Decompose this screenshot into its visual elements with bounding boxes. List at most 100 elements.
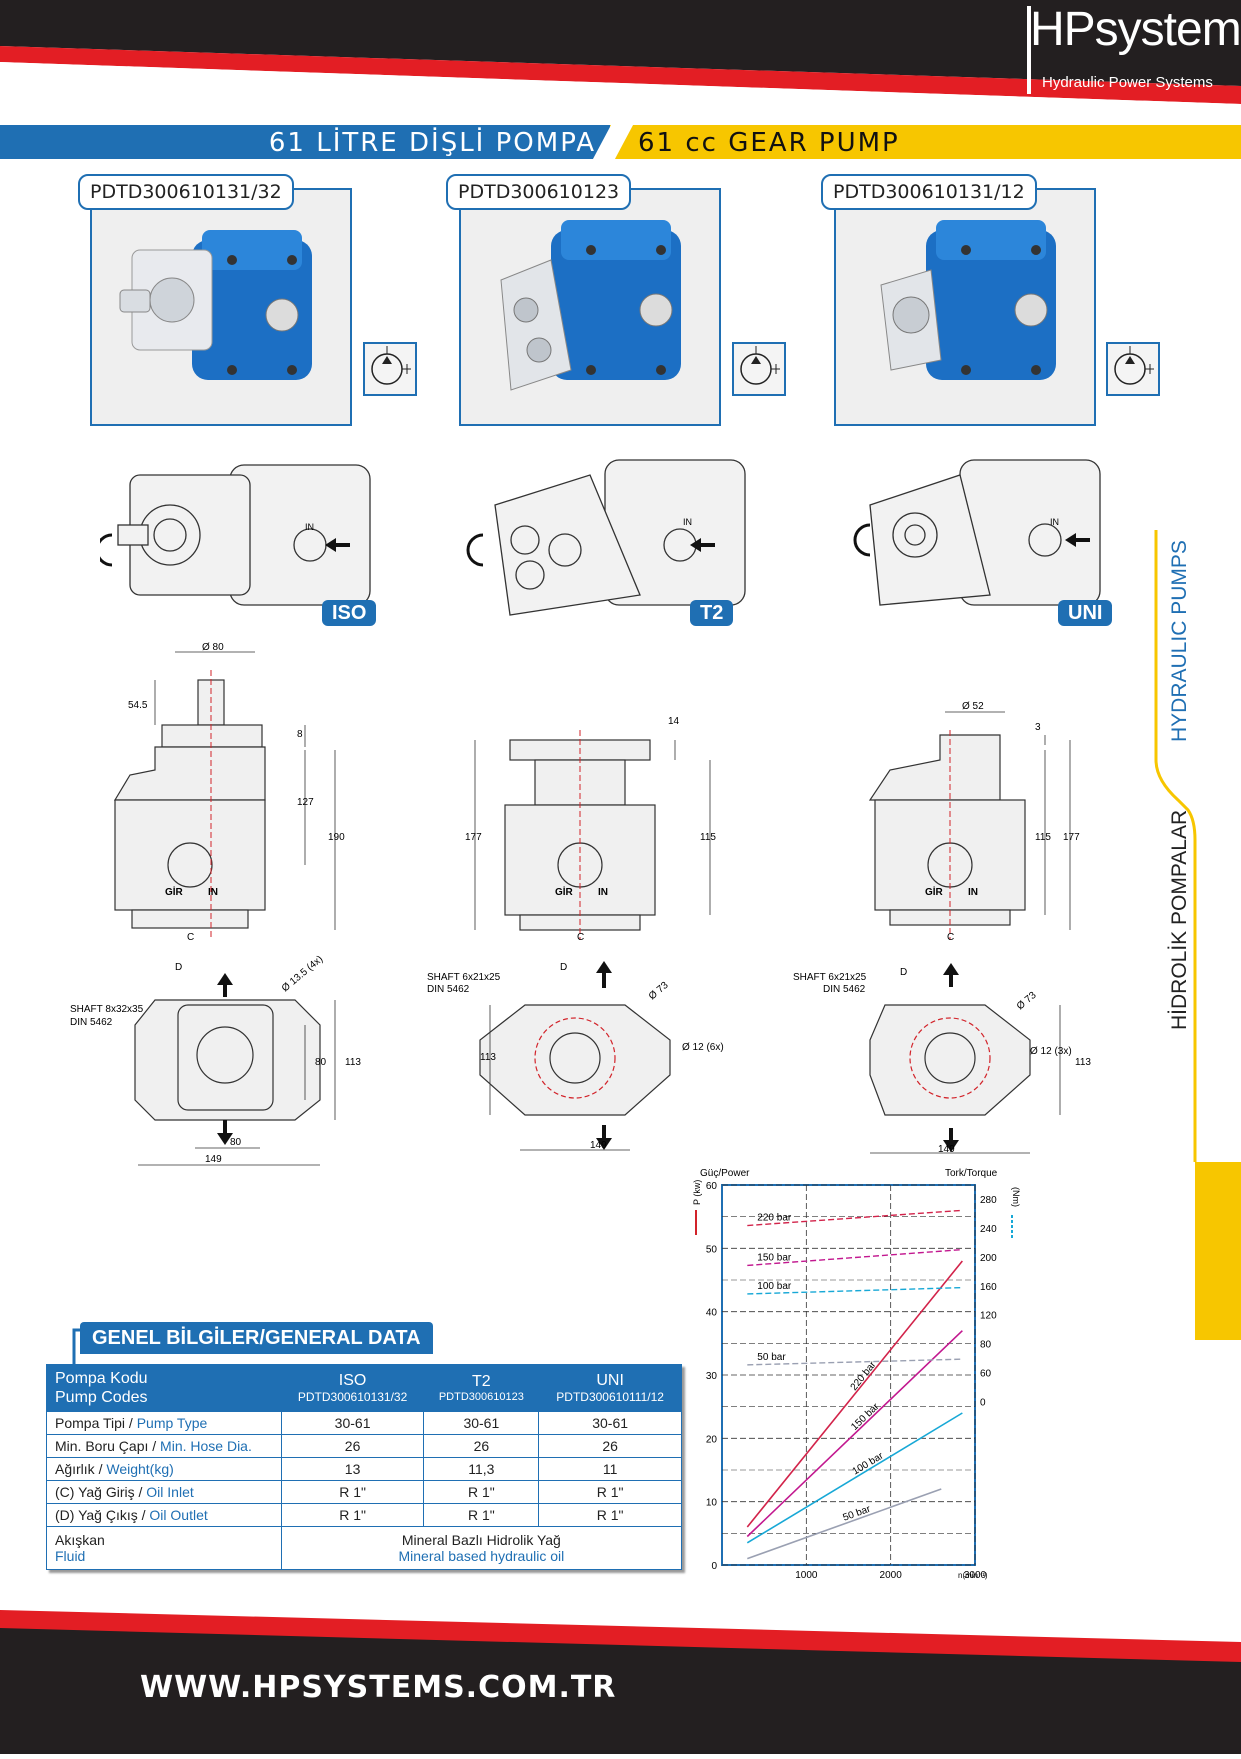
- col-code: PDTD300610131/32: [297, 1390, 408, 1404]
- badge-iso: ISO: [322, 600, 377, 626]
- title-bar: 61 LİTRE DİŞLİ POMPA 61 cc GEAR PUMP: [0, 125, 1241, 159]
- product-code-uni: PDTD300610131/12: [821, 174, 1037, 210]
- inlet-label: IN: [1050, 517, 1059, 527]
- dim-label: C: [187, 932, 194, 943]
- series-label: 100 bar: [851, 1450, 886, 1477]
- dim-label: Ø 52: [962, 701, 984, 712]
- dim-label: 113: [345, 1057, 361, 1068]
- dim-label: Ø 12 (6x): [682, 1042, 724, 1053]
- y-tick-label: 40: [706, 1308, 718, 1319]
- series-label: 100 bar: [757, 1281, 792, 1292]
- badge-uni: UNI: [1058, 600, 1113, 626]
- series-label: 220 bar: [757, 1213, 792, 1224]
- header-cell: ISO PDTD300610131/32: [280, 1364, 425, 1412]
- table-cell: 26: [423, 1434, 540, 1458]
- row-label: (D) Yağ Çıkış / Oil Outlet: [46, 1503, 282, 1527]
- y2-tick-label: 280: [980, 1195, 997, 1206]
- series-label: 150 bar: [757, 1252, 792, 1263]
- table-cell: R 1": [280, 1503, 425, 1527]
- x-tick-label: 2000: [880, 1570, 903, 1581]
- row-label: Min. Boru Çapı / Min. Hose Dia.: [46, 1434, 282, 1458]
- pump-symbol-icon: [363, 342, 417, 396]
- header-graphic: [0, 0, 1241, 108]
- dim-label: 177: [465, 832, 482, 843]
- col-code: PDTD300610123: [438, 1391, 524, 1403]
- dim-label: IN: [598, 887, 608, 898]
- side-tab-line: [1154, 530, 1197, 1162]
- table-cell: 26: [280, 1434, 425, 1458]
- table-cell: 13: [280, 1457, 425, 1481]
- y2-tick-label: 240: [980, 1224, 997, 1235]
- table-cell: R 1": [538, 1503, 682, 1527]
- product-photo-uni: [834, 188, 1096, 426]
- dim-label: GİR: [555, 885, 574, 898]
- dim-label: 115: [700, 832, 716, 843]
- product-photo-iso: [90, 188, 352, 426]
- table-cell: 30-61: [538, 1411, 682, 1435]
- dim-label: DIN 5462: [823, 984, 866, 995]
- y2-tick-label: 160: [980, 1282, 997, 1293]
- page-header: HPsystems Hydraulic Power Systems: [0, 0, 1241, 120]
- table-row: (D) Yağ Çıkış / Oil Outlet R 1" R 1" R 1…: [46, 1503, 682, 1527]
- series-label: 50 bar: [842, 1503, 873, 1523]
- dim-label: 115: [1035, 832, 1051, 843]
- dim-label: SHAFT 6x21x25: [793, 972, 867, 983]
- pump-symbol-icon: [732, 342, 786, 396]
- row-label: Pompa Tipi / Pump Type: [46, 1411, 282, 1435]
- col-name: T2: [472, 1373, 491, 1390]
- table-row: Min. Boru Çapı / Min. Hose Dia. 26 26 26: [46, 1434, 682, 1458]
- dim-label: 149: [205, 1154, 222, 1165]
- header-cell: T2 PDTD300610123: [423, 1364, 540, 1412]
- col-code: PDTD300610111/12: [556, 1390, 664, 1404]
- dim-label: DIN 5462: [70, 1017, 113, 1028]
- side-tab-block: [1195, 1162, 1241, 1340]
- table-cell: 30-61: [423, 1411, 540, 1435]
- dim-label: GİR: [165, 885, 184, 898]
- dim-label: C: [947, 932, 954, 943]
- y-axis-label: P (kw): [692, 1180, 702, 1205]
- dim-label: Ø 73: [647, 980, 671, 1003]
- pump-symbol-icon: [1106, 342, 1160, 396]
- technical-drawings: Ø 80 54.5 8 127 190 GİR IN C 14 177 115 …: [70, 642, 1091, 1166]
- dim-label: Ø 73: [1015, 990, 1039, 1013]
- website-link[interactable]: WWW.HPSYSTEMS.COM.TR: [140, 1670, 617, 1705]
- y-tick-label: 20: [706, 1434, 718, 1445]
- dim-label: 80: [230, 1137, 242, 1148]
- logo-text: HPsystems: [1030, 3, 1241, 56]
- table-cell: Mineral Bazlı Hidrolik Yağ Mineral based…: [280, 1526, 683, 1570]
- chart-title-right: Tork/Torque: [945, 1168, 998, 1179]
- x-axis-label: n(min⁻¹): [958, 1571, 988, 1580]
- page-footer: WWW.HPSYSTEMS.COM.TR: [0, 1590, 1241, 1754]
- dim-label: SHAFT 6x21x25: [427, 972, 501, 983]
- power-series-line: [747, 1488, 942, 1560]
- logo-tagline: Hydraulic Power Systems: [1042, 74, 1213, 91]
- x-tick-label: 1000: [795, 1570, 818, 1581]
- pump-photo-t2: [500, 220, 681, 391]
- power-series-line: [746, 1260, 963, 1528]
- col-name: UNI: [596, 1372, 624, 1389]
- y2-tick-label: 80: [980, 1340, 992, 1351]
- dim-label: Ø 80: [202, 642, 224, 653]
- y2-axis-label: (Nm): [1011, 1187, 1021, 1207]
- dim-label: SHAFT 8x32x35: [70, 1004, 144, 1015]
- chart-title-left: Güç/Power: [700, 1168, 750, 1179]
- y-tick-label: 0: [711, 1561, 717, 1572]
- y-tick-label: 50: [706, 1244, 718, 1255]
- brand-logo: HPsystems Hydraulic Power Systems: [1022, 2, 1241, 98]
- table-row: Pompa Tipi / Pump Type 30-61 30-61 30-61: [46, 1411, 682, 1435]
- header-label-en: Pump Codes: [55, 1389, 148, 1406]
- table-header-row: Pompa Kodu Pump Codes ISO PDTD300610131/…: [46, 1364, 682, 1412]
- dim-label: 113: [1075, 1057, 1091, 1068]
- table-cell: 30-61: [280, 1411, 425, 1435]
- dim-label: IN: [208, 887, 218, 898]
- performance-chart: Güç/Power Tork/Torque P (kw) (Nm) 220 ba…: [692, 1168, 1021, 1581]
- title-bracket: [72, 1328, 82, 1366]
- dim-label: D: [175, 962, 182, 973]
- dim-label: Ø 13.5 (4x): [280, 954, 325, 995]
- title-tr: 61 LİTRE DİŞLİ POMPA: [268, 128, 596, 158]
- header-cell: UNI PDTD300610111/12: [538, 1364, 682, 1412]
- y2-tick-label: 60: [980, 1369, 992, 1380]
- footer-graphic: [0, 1610, 1241, 1754]
- dim-label: 14: [668, 716, 680, 727]
- dim-label: D: [900, 967, 907, 978]
